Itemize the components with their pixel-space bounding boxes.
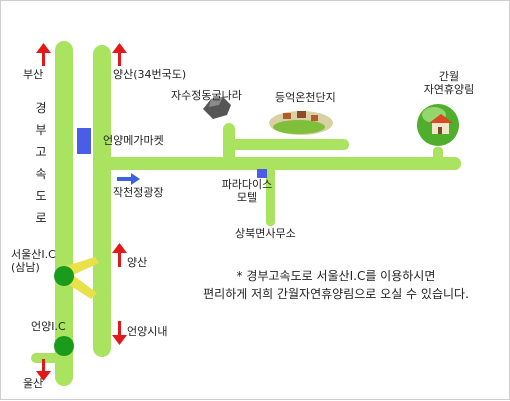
label-hotspring: 등억온천단지 xyxy=(275,91,336,104)
label-yangsan-route: 양산(34번국도) xyxy=(113,68,187,81)
arrow-yangsan-up-icon xyxy=(112,243,127,267)
arrow-jakcheon-right-icon xyxy=(117,173,140,185)
green-globe-house-icon xyxy=(417,104,459,146)
label-office: 상북면사무소 xyxy=(235,227,296,240)
highway-char: 고 xyxy=(35,145,47,159)
label-ulsan: 울산 xyxy=(23,377,44,390)
note-line2: 편리하게 저희 간월자연휴양림으로 오실 수 있습니다. xyxy=(203,287,469,301)
rock-icon xyxy=(203,97,231,119)
highway-char: 로 xyxy=(35,211,47,225)
note-line1: * 경부고속도로 서울산I.C를 이용하시면 xyxy=(236,269,436,283)
main-road-east xyxy=(93,157,461,170)
ic-ramp xyxy=(63,257,99,299)
hotspring-icon xyxy=(269,111,333,135)
label-seoul-ic: 서울산I.C (삼남) xyxy=(11,248,56,274)
label-cave: 자수정동굴나라 xyxy=(171,89,242,102)
label-busan: 부산 xyxy=(23,68,44,81)
label-seoul-ic-line1: 서울산I.C xyxy=(11,248,56,261)
highway-char: 속 xyxy=(35,167,47,181)
label-resort: 간월 자연휴양림 xyxy=(409,70,489,96)
label-market: 언양메가마켓 xyxy=(103,134,164,147)
label-eonyang-ic: 언양I.C xyxy=(31,320,66,333)
label-paradise: 파라다이스 모텔 xyxy=(207,178,287,204)
arrow-ulsan-down-icon xyxy=(36,359,51,381)
directions-note: * 경부고속도로 서울산I.C를 이용하시면 편리하게 저희 간월자연휴양림으로… xyxy=(151,267,510,303)
eonyang-ic-marker xyxy=(54,336,74,356)
highway-char: 도 xyxy=(35,189,47,203)
expressway-road xyxy=(55,41,73,386)
branch-road-office xyxy=(266,164,275,226)
arrow-busan-up-icon xyxy=(36,43,51,66)
label-yangsan: 양산 xyxy=(127,256,148,269)
highway-char: 경 xyxy=(35,101,47,115)
label-paradise-line1: 파라다이스 xyxy=(221,178,273,191)
label-resort-line1: 간월 xyxy=(438,70,460,83)
branch-road-resort xyxy=(433,147,443,163)
highway-char: 부 xyxy=(35,123,47,137)
highway-vertical-label: 경 부 고 속 도 로 xyxy=(34,97,48,229)
national-road-34 xyxy=(93,45,111,357)
arrow-yangsan-route-up-icon xyxy=(112,43,127,66)
seoul-ic-marker xyxy=(54,266,74,286)
arrow-eonyang-city-down-icon xyxy=(112,321,127,345)
label-resort-line2: 자연휴양림 xyxy=(423,82,475,96)
label-paradise-line2: 모텔 xyxy=(236,190,258,204)
branch-road-hotspring xyxy=(229,139,349,150)
market-marker xyxy=(77,128,91,154)
label-seoul-ic-line2: (삼남) xyxy=(11,260,40,274)
label-jakcheon: 작천정광장 xyxy=(113,186,164,199)
paradise-marker xyxy=(257,169,267,178)
label-eonyang-city: 언양시내 xyxy=(127,325,168,338)
